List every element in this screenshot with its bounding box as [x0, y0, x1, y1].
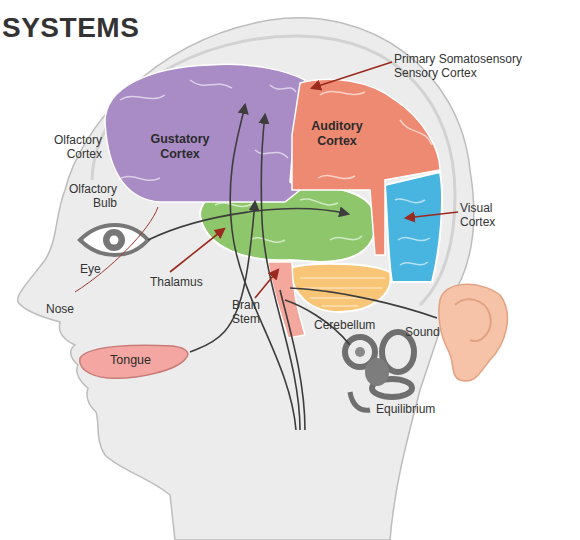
part-label: Primary Somatosensory Sensory Cortex [394, 52, 544, 80]
leader-arrow [406, 212, 458, 218]
diagram-title: SYSTEMS [2, 12, 139, 44]
cortex-folds [118, 80, 432, 180]
auditory-nerve [350, 392, 370, 410]
node-shape [292, 79, 440, 255]
ear-shape [439, 284, 508, 381]
eye-iris [103, 229, 125, 251]
part-label: Cerebellum [314, 318, 404, 332]
sensory-pathway [230, 105, 296, 430]
visual-cortex-region [385, 172, 442, 282]
part-label: Brain Stem [222, 298, 270, 326]
ear-fold [455, 299, 491, 341]
sensory-pathway [261, 115, 300, 430]
part-label: Visual Cortex [460, 201, 522, 229]
cortex-region: Auditory Cortex [290, 75, 445, 255]
part-label: Thalamus [150, 275, 230, 289]
part-label: Olfactory Cortex [30, 133, 102, 161]
head-silhouette [18, 18, 474, 540]
eye-outline [80, 225, 148, 255]
part-label: Olfactory Bulb [45, 182, 117, 210]
thalamus-folds [215, 199, 362, 242]
node-shape [105, 64, 305, 202]
leader-arrow [312, 62, 392, 88]
node-label: Gustatory Cortex [138, 132, 222, 162]
cerebellum-folds [300, 278, 385, 306]
leader-arrow [170, 229, 224, 272]
node-shape [80, 345, 188, 378]
sensory-pathway [280, 290, 305, 430]
part-label: Equilibrium [376, 402, 466, 416]
olfactory-nerve [75, 207, 158, 292]
part-label: Sound [405, 325, 465, 339]
vestibule [365, 358, 389, 386]
part-label: Eye [80, 262, 140, 276]
cortex-region: Gustatory Cortex [100, 62, 305, 202]
visual-cortex-folds [395, 199, 430, 265]
eye-pupil [110, 236, 119, 245]
part-label: Nose [46, 302, 106, 316]
node-label: Auditory Cortex [298, 119, 376, 149]
node-label: Tongue [110, 353, 170, 368]
brainstem-region [268, 262, 305, 338]
cochlea-core [355, 347, 365, 357]
cerebellum-region [290, 264, 391, 312]
optic-pathway [148, 209, 348, 240]
sound-pathway [290, 288, 437, 318]
leader-arrow [255, 270, 278, 298]
tongue-shape: Tongue [78, 340, 190, 382]
node-outline [290, 75, 445, 255]
